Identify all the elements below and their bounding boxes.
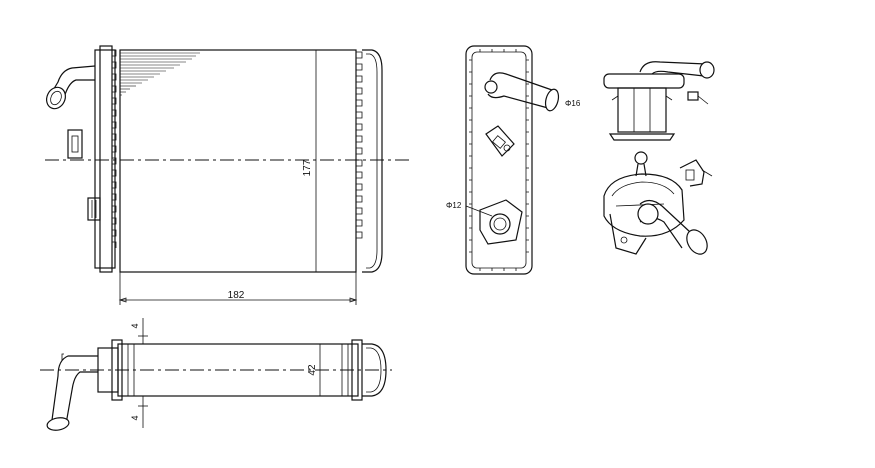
right-tank (362, 49, 383, 273)
front-bracket-bottom (87, 197, 101, 221)
valve-detail-perspective (603, 151, 713, 255)
outlet-diameter: Φ12 (446, 201, 462, 210)
depth-dimension: 42 (307, 364, 318, 376)
side-valve-block (485, 125, 515, 157)
valve-detail-top (603, 61, 715, 141)
front-view: 177 182 (45, 45, 412, 305)
height-dimension: 177 (302, 159, 313, 176)
front-bracket-top (67, 129, 83, 159)
side-view: Φ16 Φ12 (446, 45, 581, 275)
offset-top-dimension: 4 (130, 323, 140, 328)
offset-bottom-dimension: 4 (130, 415, 140, 420)
front-inlet-pipe (46, 65, 96, 110)
bottom-pipe (46, 353, 98, 431)
left-side-strip (99, 45, 113, 273)
fin-hatching (120, 49, 204, 96)
width-dimension: 182 (228, 290, 245, 301)
core-body (119, 49, 357, 273)
bottom-view: 4 4 42 (40, 318, 392, 431)
left-crimp-tabs (111, 49, 117, 248)
left-end-plate (94, 49, 116, 269)
side-tank-outer (465, 45, 533, 275)
inlet-diameter: Φ16 (565, 99, 581, 108)
right-crimp-tabs (355, 51, 363, 244)
side-inlet-pipe (484, 72, 560, 112)
side-outlet-flange (465, 199, 523, 245)
